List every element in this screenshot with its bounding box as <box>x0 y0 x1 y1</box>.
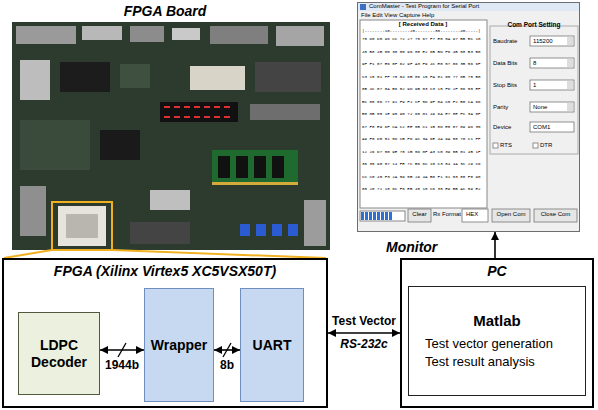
hex-row: 67 F8 E9 DF CA C2 EE 5B C1 1B 8D E8 87 0… <box>362 125 480 130</box>
hex-row: CC C0 45 F3 2A 59 5B 29 4A B0 F1 61 03 8… <box>362 175 480 180</box>
wrapper-block: Wrapper <box>144 288 214 402</box>
checkbox-label: RTS <box>500 142 512 149</box>
connector-arrow <box>328 332 400 334</box>
setting-name: Stop Bits <box>493 82 517 89</box>
panel-title: [ Received Data ] <box>399 21 447 28</box>
zoom-lines <box>4 250 326 258</box>
hex-row: 75 D0 D0 96 CC 72 27 75 67 F7 E5 5A 97 B… <box>362 37 480 42</box>
bus-slash <box>223 343 231 357</box>
setting-name: Device <box>493 124 511 131</box>
connector-arrow <box>494 232 496 258</box>
hex-row: 12 26 D7 50 9E 78 1B 5D 0F A3 C0 39 5B 0… <box>362 150 480 155</box>
hex-row: 48 B0 4B 00 38 05 96 08 E2 6B BD F6 4B 5… <box>362 50 480 55</box>
node-title: Wrapper <box>151 337 208 354</box>
hex-row: A9 F0 D0 51 8D CB F6 9C 3A 6E 4A 9A 58 7… <box>362 137 480 142</box>
setting-value: 1 <box>533 82 536 89</box>
button-label: Open Com <box>496 211 525 218</box>
hex-row: C3 15 81 FF 78 04 6B 06 15 FA 81 00 77 0… <box>362 75 480 80</box>
hex-row: 85 20 72 18 6C F6 EB 45 10 C6 35 E9 BB A… <box>362 187 480 192</box>
setting-name: Baudrate <box>493 38 517 45</box>
button-label: Clear <box>412 211 426 218</box>
bus-slash <box>118 343 126 357</box>
board-photo <box>12 22 330 250</box>
edge-label: Test Vector <box>332 315 396 329</box>
setting-name: Data Bits <box>493 60 517 67</box>
checkbox-label: DTR <box>540 142 552 149</box>
hex-row: 36 38 90 57 14 FE 7C B6 6C 10 C3 84 4A 3… <box>362 162 480 167</box>
node-title: LDPC Decoder <box>24 337 94 371</box>
edge-label: 8b <box>220 359 234 373</box>
decoder-block: LDPC Decoder <box>18 312 100 395</box>
ruler-text: |--------10--------20--------30--------4… <box>362 29 480 34</box>
uart-block: UART <box>240 288 304 402</box>
node-text: Test vector generation <box>421 335 573 353</box>
hex-row: 0B 4C 07 8A B6 82 9D 9B 03 C3 15 FD 2F 5… <box>362 87 480 92</box>
figure-heading: FPGA Board <box>124 3 207 19</box>
setting-value: COM1 <box>533 124 550 131</box>
panel-title: Com Port Setting <box>507 21 560 28</box>
fpga-box: FPGA (Xilinx Virtex5 XC5VSX50T) LDPC Deco… <box>2 258 328 408</box>
window-title: ComMaster - Test Program for Serial Port <box>369 3 479 10</box>
combo-value: HEX <box>466 211 478 218</box>
setting-value: 8 <box>533 60 536 67</box>
node-title: PC <box>487 263 506 279</box>
interface-label: RS-232c <box>340 338 387 352</box>
field-label: Rx Format <box>433 211 461 218</box>
pc-box: PC MatlabTest vector generationTest resul… <box>400 258 594 408</box>
screenshot-window <box>357 2 580 232</box>
node-title: Monitor <box>386 239 437 255</box>
hex-row: B8 0B 55 1E 95 90 72 60 01 49 6A E7 8E F… <box>362 112 480 117</box>
hex-row: 9F F1 07 E6 8F 62 9F A3 F9 4C E0 57 06 3… <box>362 62 480 67</box>
matlab-box: MatlabTest vector generationTest result … <box>408 286 586 396</box>
setting-name: Parity <box>493 104 508 111</box>
node-title: Matlab <box>473 312 521 329</box>
node-title: UART <box>253 337 292 354</box>
setting-value: None <box>533 104 547 111</box>
node-text: Test result analysis <box>421 353 573 371</box>
edge-label: 1944b <box>105 359 139 373</box>
hex-row: BC 08 56 77 91 F9 F2 CF 5D 9F 0A C0 F2 B… <box>362 100 480 105</box>
setting-value: 115200 <box>533 38 553 45</box>
menu-bar: File Edit View Capture Help <box>361 12 434 19</box>
button-label: Close Com <box>541 211 571 218</box>
node-title: FPGA (Xilinx Virtex5 XC5VSX50T) <box>54 263 276 279</box>
